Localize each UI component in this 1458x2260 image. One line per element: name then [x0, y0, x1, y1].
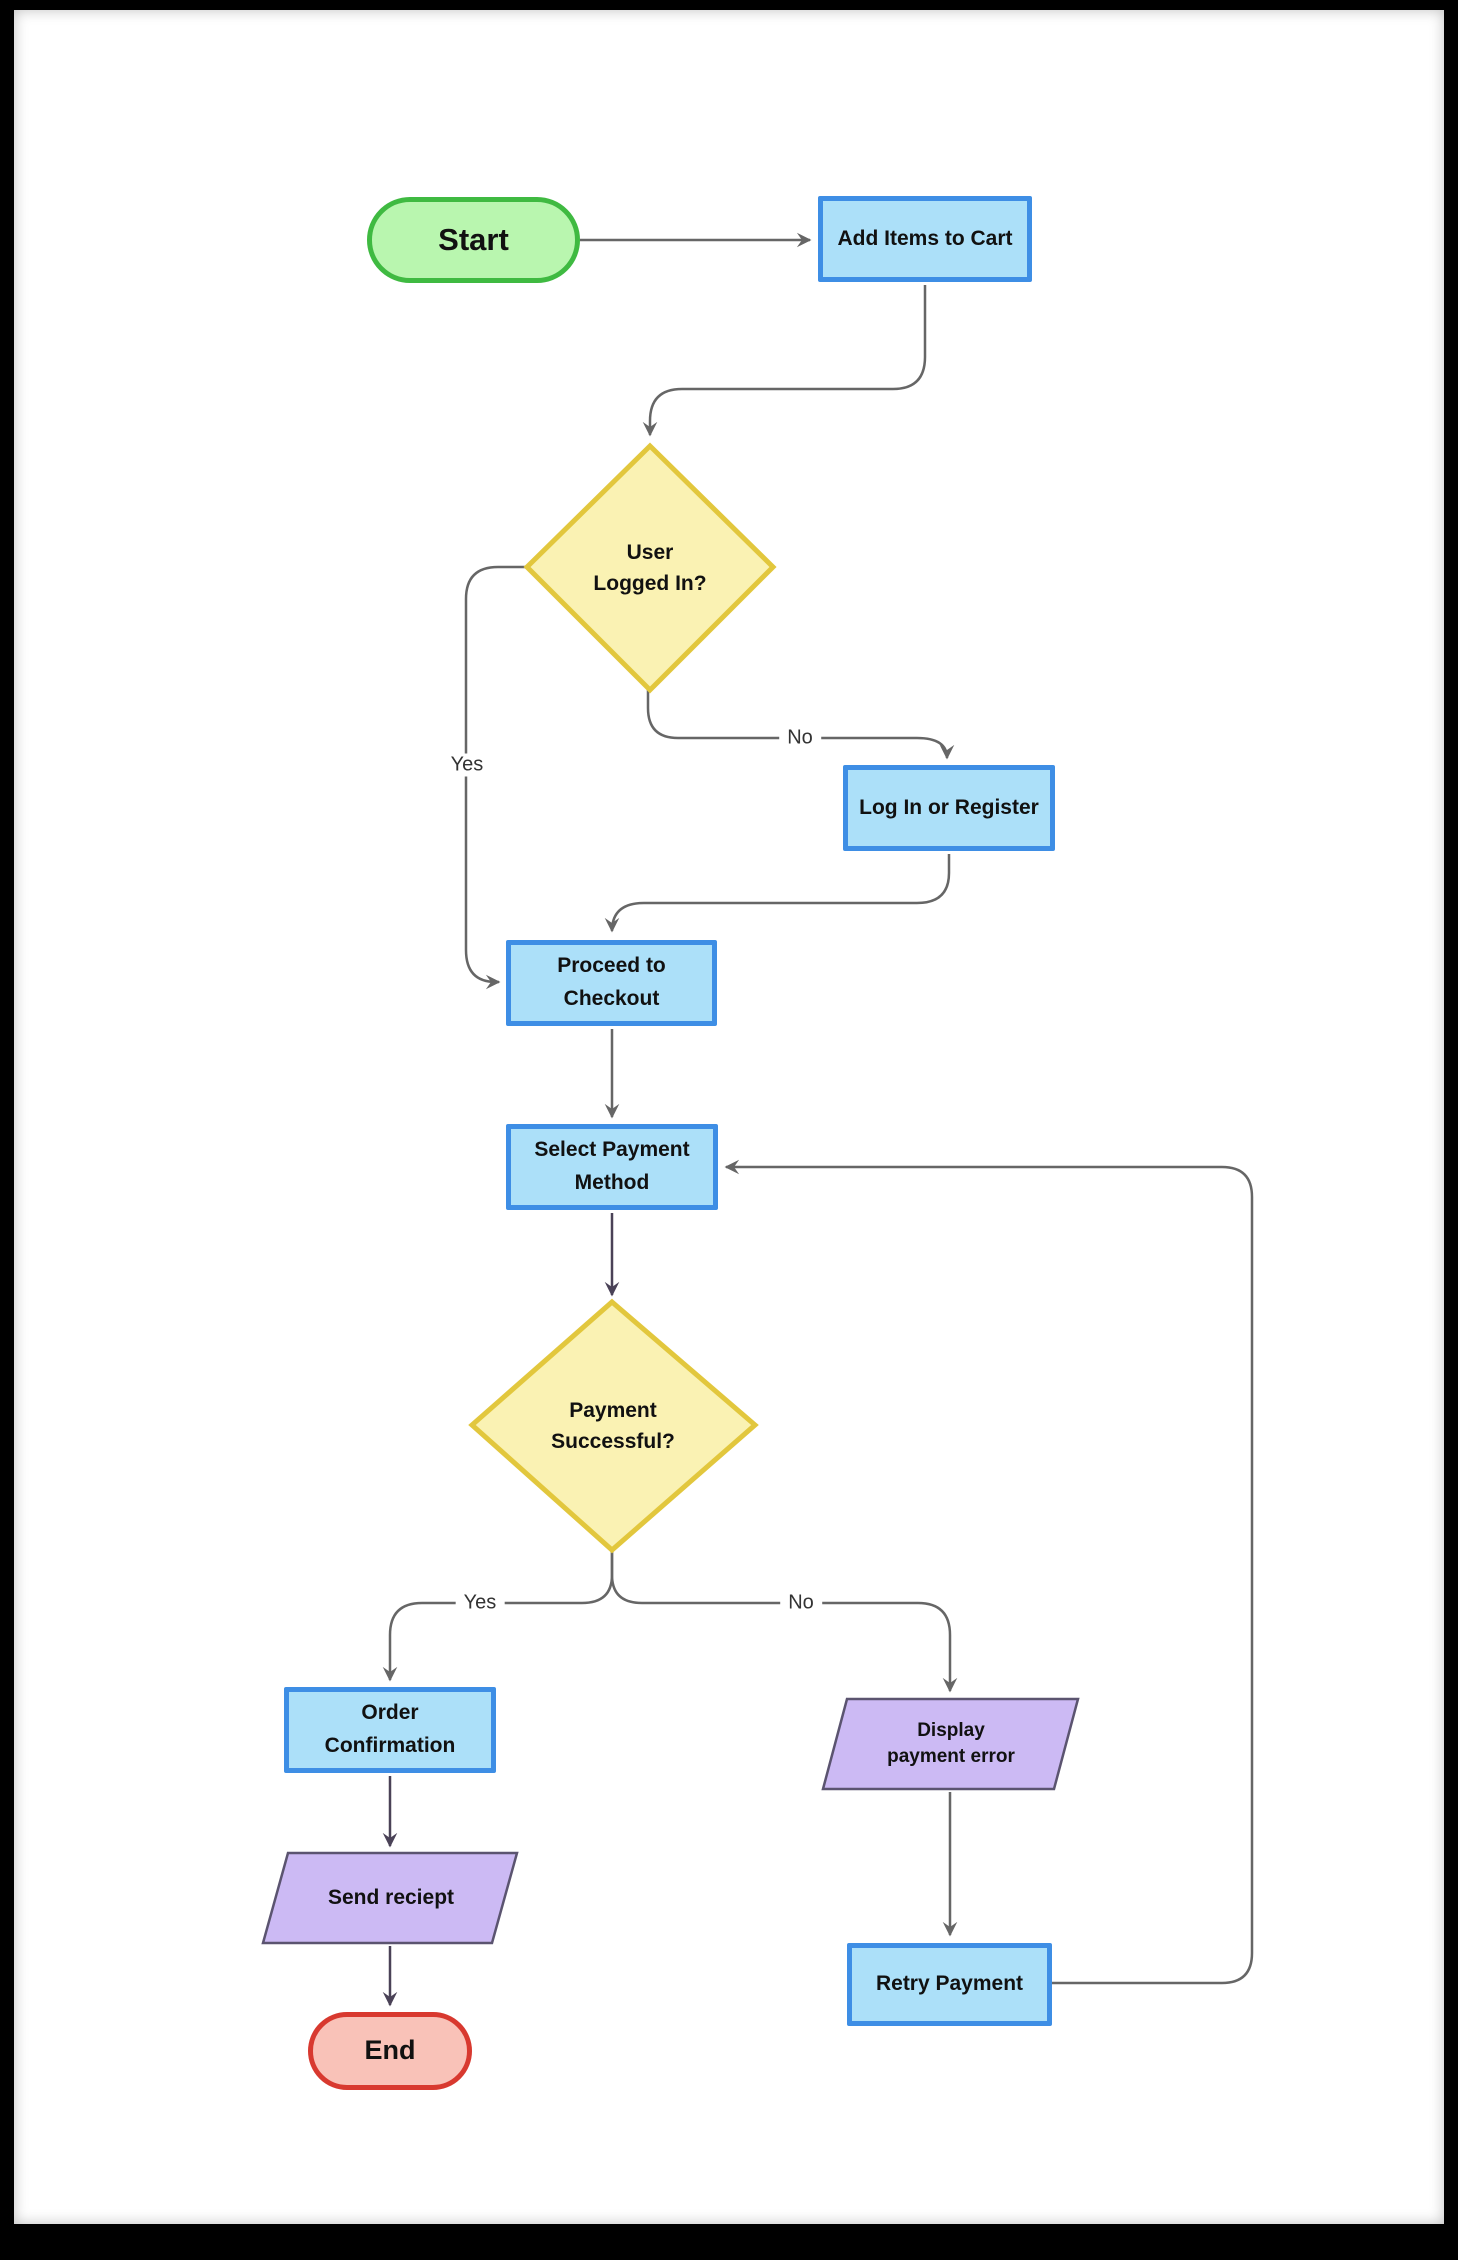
- node-start: Start: [367, 197, 580, 283]
- node-user-logged-in: User Logged In?: [523, 442, 777, 694]
- node-payment-successful-label: Payment Successful?: [551, 1398, 675, 1454]
- node-send-receipt-label: Send reciept: [327, 1885, 455, 1909]
- node-select-payment-label: Select Payment Method: [534, 1138, 690, 1194]
- diagram-page: [14, 10, 1444, 2224]
- edge-label-user-yes: Yes: [442, 753, 492, 777]
- edge-label-payment-no: No: [780, 1591, 822, 1615]
- node-payment-successful: Payment Successful?: [468, 1298, 759, 1554]
- edge-label-payment-yes: Yes: [455, 1591, 505, 1615]
- node-retry-payment: Retry Payment: [847, 1943, 1052, 2026]
- node-select-payment-method: Select Payment Method: [506, 1124, 718, 1210]
- node-order-confirmation-label: Order Confirmation: [324, 1701, 456, 1757]
- decision-diamond-shape: [523, 442, 777, 694]
- node-order-confirmation: Order Confirmation: [284, 1687, 496, 1773]
- node-log-in-or-register: Log In or Register: [843, 765, 1055, 851]
- node-add-items-to-cart: Add Items to Cart: [818, 196, 1032, 282]
- io-parallelogram-shape: [261, 1851, 519, 1945]
- node-retry-payment-label: Retry Payment: [875, 1972, 1024, 1996]
- node-end: End: [308, 2012, 472, 2090]
- decision-diamond-shape: [468, 1298, 759, 1554]
- node-proceed-label: Proceed to Checkout: [557, 954, 666, 1010]
- node-add-items-label: Add Items to Cart: [837, 226, 1013, 250]
- node-login-label: Log In or Register: [859, 795, 1039, 819]
- node-proceed-to-checkout: Proceed to Checkout: [506, 940, 717, 1026]
- node-display-error-label: Display payment error: [887, 1720, 1015, 1767]
- node-send-receipt: Send reciept: [258, 1850, 524, 1946]
- node-display-payment-error: Display payment error: [818, 1695, 1084, 1793]
- node-start-label: Start: [438, 221, 509, 257]
- node-end-label: End: [364, 2035, 416, 2066]
- edge-label-user-no: No: [779, 726, 821, 750]
- node-user-logged-in-label: User Logged In?: [593, 540, 707, 596]
- io-parallelogram-shape: [821, 1697, 1080, 1791]
